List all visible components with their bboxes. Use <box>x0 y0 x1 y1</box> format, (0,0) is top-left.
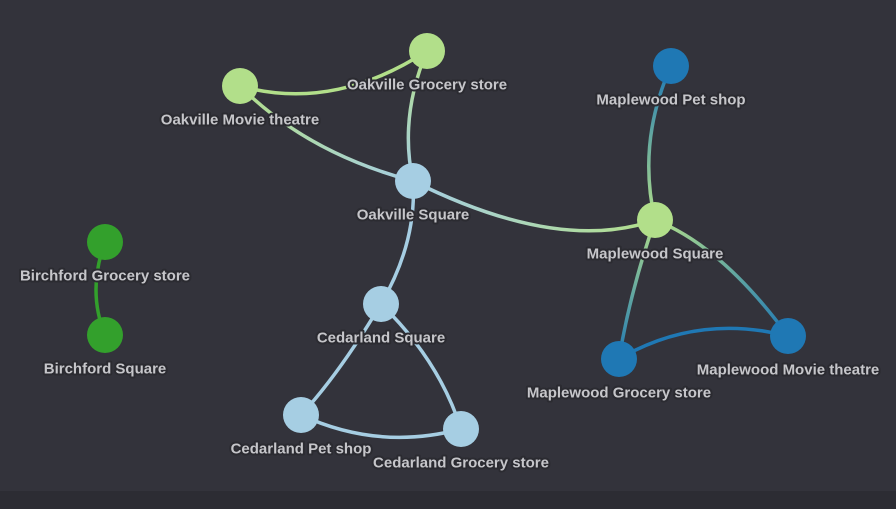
node-label-maplewood-square: Maplewood Square <box>587 246 724 263</box>
node-cedarland-square[interactable] <box>363 286 399 322</box>
edge-maplewood-grocery-store--maplewood-movie-theatre[interactable] <box>617 326 790 361</box>
network-canvas[interactable]: Oakville Movie theatre Oakville Grocery s… <box>0 0 896 491</box>
edge-maplewood-square--maplewood-grocery-store[interactable] <box>617 218 657 361</box>
edge-cedarland-square--cedarland-grocery-store[interactable] <box>379 302 463 431</box>
node-label-oakville-square: Oakville Square <box>357 207 470 224</box>
network-graph[interactable]: Oakville Movie theatre Oakville Grocery s… <box>0 0 896 491</box>
node-label-oakville-grocery-store: Oakville Grocery store <box>347 77 507 94</box>
labels-layer: Oakville Movie theatre Oakville Grocery s… <box>18 75 881 474</box>
node-maplewood-movie-theatre[interactable] <box>770 318 806 354</box>
node-label-oakville-movie-theatre: Oakville Movie theatre <box>161 112 319 129</box>
node-oakville-square[interactable] <box>395 163 431 199</box>
node-maplewood-pet-shop[interactable] <box>653 48 689 84</box>
node-label-cedarland-grocery-store: Cedarland Grocery store <box>373 455 549 472</box>
node-cedarland-pet-shop[interactable] <box>283 397 319 433</box>
edge-oakville-movie-theatre--oakville-grocery-store[interactable] <box>238 49 429 96</box>
node-label-birchford-grocery-store: Birchford Grocery store <box>20 268 190 285</box>
edge-oakville-square--cedarland-square[interactable] <box>379 179 416 306</box>
node-birchford-grocery-store[interactable] <box>87 224 123 260</box>
nodes-layer <box>87 33 806 447</box>
node-maplewood-grocery-store[interactable] <box>601 341 637 377</box>
node-label-maplewood-pet-shop: Maplewood Pet shop <box>596 92 745 109</box>
node-oakville-movie-theatre[interactable] <box>222 68 258 104</box>
node-label-cedarland-pet-shop: Cedarland Pet shop <box>231 441 372 458</box>
node-birchford-square[interactable] <box>87 317 123 353</box>
edge-cedarland-square--cedarland-pet-shop[interactable] <box>299 302 383 417</box>
edge-oakville-movie-theatre--oakville-square[interactable] <box>238 84 415 183</box>
node-label-cedarland-square: Cedarland Square <box>317 330 445 347</box>
edges-layer <box>94 49 790 440</box>
node-label-maplewood-movie-theatre: Maplewood Movie theatre <box>697 362 880 379</box>
node-label-birchford-square: Birchford Square <box>44 361 167 378</box>
node-cedarland-grocery-store[interactable] <box>443 411 479 447</box>
edge-oakville-grocery-store--oakville-square[interactable] <box>406 49 429 183</box>
edge-maplewood-square--maplewood-movie-theatre[interactable] <box>653 218 790 338</box>
edge-oakville-square--maplewood-square[interactable] <box>411 179 657 233</box>
bottom-bar <box>0 491 896 509</box>
node-maplewood-square[interactable] <box>637 202 673 238</box>
edge-maplewood-pet-shop--maplewood-square[interactable] <box>647 64 673 222</box>
edge-cedarland-pet-shop--cedarland-grocery-store[interactable] <box>299 413 463 440</box>
node-label-maplewood-grocery-store: Maplewood Grocery store <box>527 385 711 402</box>
node-oakville-grocery-store[interactable] <box>409 33 445 69</box>
